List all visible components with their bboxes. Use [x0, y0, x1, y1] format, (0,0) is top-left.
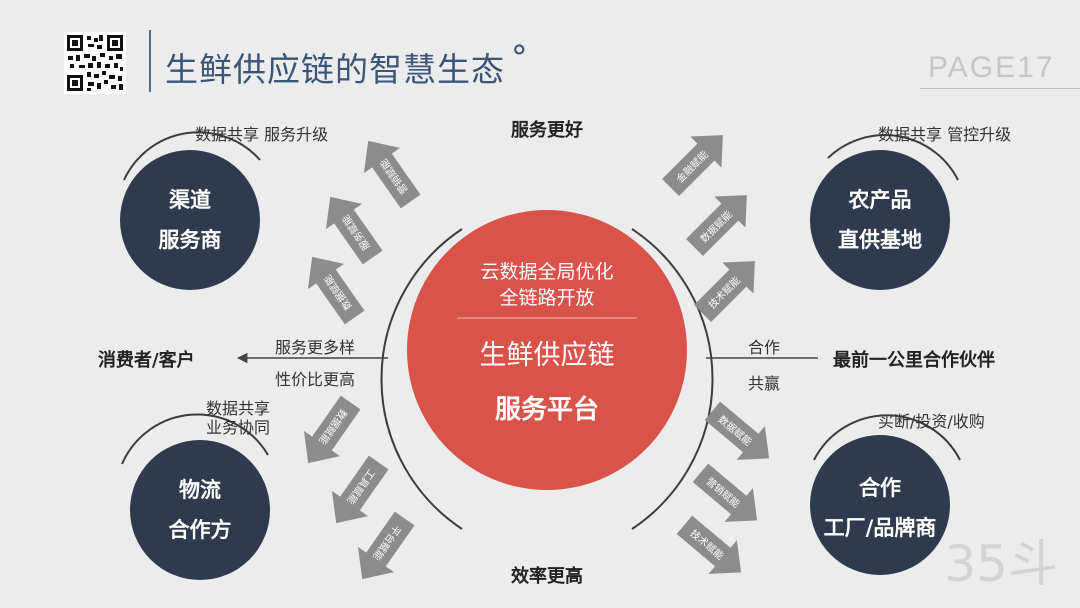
hub-line-4: 服务平台 [494, 395, 600, 425]
title-divider [149, 30, 151, 92]
right-benefit-1: 合作 [748, 338, 781, 357]
page-number: PAGE17 [928, 51, 1055, 84]
hub-circle [407, 210, 687, 490]
node-channel-graphic [120, 131, 261, 290]
node-farm-label: 农产品直供基地 [838, 188, 922, 252]
left-benefit-1: 服务更多样 [275, 338, 356, 357]
arrow-top-right-1: 金融赋能 [662, 135, 723, 196]
farm-caption: 数据共享 管控升级 [878, 125, 1012, 144]
watermark: 35斗 [944, 535, 1058, 593]
hub-ring-left [380, 228, 463, 530]
consumer-label: 消费者/客户 [98, 350, 195, 371]
arrow-top-left-2: 服务赋能 [325, 196, 383, 265]
node-logistics-graphic [121, 413, 270, 580]
arrow-top-right-2: 数据赋能 [686, 195, 747, 256]
right-benefit-2: 共赢 [748, 374, 781, 393]
hub-line-2: 全链路开放 [499, 287, 595, 309]
left-benefit-2: 性价比更高 [275, 370, 356, 389]
arrow-bottom-left-2: 工具赋能 [331, 455, 389, 524]
hub-line-3: 生鲜供应链 [479, 340, 615, 371]
logistics-caption-line2: 业务协同 [206, 418, 271, 437]
channel-caption: 数据共享 服务升级 [195, 125, 329, 144]
partner-label: 最前一公里合作伙伴 [833, 350, 995, 371]
arrow-bottom-left-1: 数据赋能 [303, 395, 361, 464]
hub-line-1: 云数据全局优化 [480, 261, 614, 283]
factory-caption: 买断/投资/收购 [878, 412, 985, 431]
hub-ring-right [631, 228, 714, 530]
qr-code [64, 32, 126, 94]
node-logistics-label: 物流合作方 [168, 478, 232, 542]
arrow-top-left-1: 营销赋能 [363, 140, 421, 209]
top-heading: 服务更好 [511, 120, 583, 141]
arrow-top-right-3: 技术赋能 [694, 261, 755, 322]
node-factory-label: 合作工厂/品牌商 [823, 476, 937, 540]
node-factory-graphic [810, 414, 961, 575]
page-underline [920, 88, 1080, 89]
bottom-heading: 效率更高 [511, 566, 583, 587]
slide-title: 生鲜供应链的智慧生态° [165, 38, 529, 89]
node-channel-label: 渠道服务商 [158, 188, 222, 252]
node-farm-graphic [810, 134, 959, 290]
arrow-bottom-left-3: 平台赋能 [357, 511, 415, 580]
logistics-caption-line1: 数据共享 [206, 399, 271, 418]
